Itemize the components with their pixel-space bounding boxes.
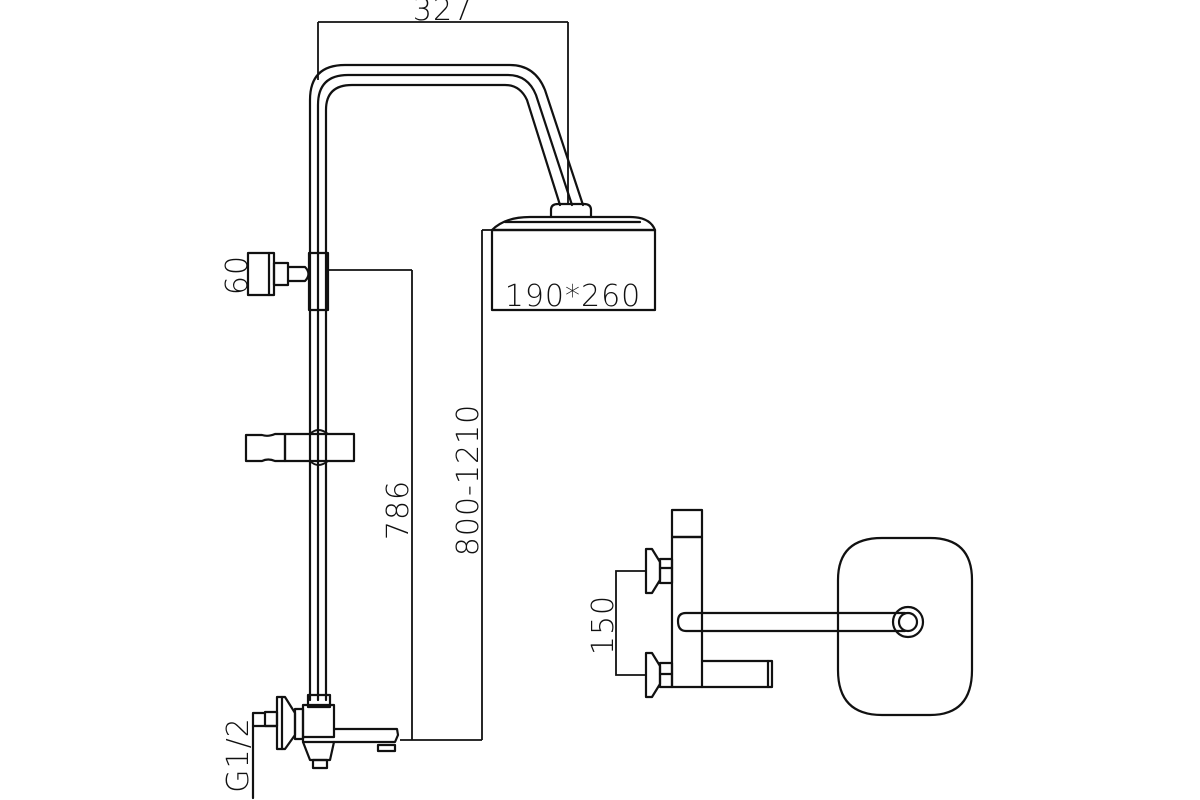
dim-label-786: 786 xyxy=(381,480,416,540)
dim-label-150: 150 xyxy=(586,595,621,655)
dimension-800-1210: 800-1210 xyxy=(400,229,492,741)
dimension-327: 327 xyxy=(317,0,569,205)
dim-label-60: 60 xyxy=(220,255,255,295)
wall-arm xyxy=(676,536,974,717)
bath-mixer: G1/2 xyxy=(221,693,400,800)
inlet-thread-label: G1/2 xyxy=(221,717,256,793)
dim-label-327: 327 xyxy=(413,0,473,28)
top-holder: 60 xyxy=(220,251,412,312)
slide-holder xyxy=(244,429,356,466)
dim-label-800-1210: 800-1210 xyxy=(451,404,486,556)
shower-head-size-label: 190*260 xyxy=(505,279,642,314)
shower-head: 190*260 xyxy=(490,202,657,314)
dimension-786: 786 xyxy=(381,270,416,740)
shower-column xyxy=(308,63,585,702)
mixer-side-view: 150 xyxy=(586,508,774,699)
